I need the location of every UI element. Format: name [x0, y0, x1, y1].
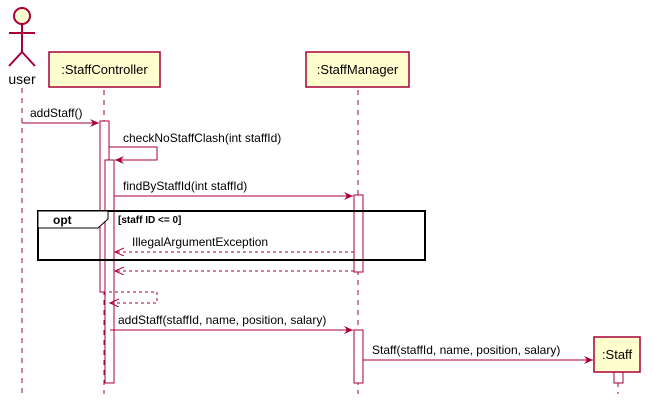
message-add-staff-params: addStaff(staffId, name, position, salary… [110, 313, 353, 334]
opt-frame-border [37, 210, 426, 261]
message-check-no-staff-clash: checkNoStaffClash(int staffId) [109, 131, 281, 164]
participant-staff-controller: :StaffController [48, 51, 161, 88]
participant-label: :StaffManager [317, 62, 399, 77]
participant-label: :Staff [602, 347, 633, 362]
actor-left-leg [8, 51, 23, 67]
manager-activation-find [353, 194, 364, 273]
self-return-arrow [109, 291, 158, 303]
opt-frame-guard: [staff ID <= 0] [118, 215, 181, 226]
message-label: checkNoStaffClash(int staffId) [123, 131, 281, 145]
message-staff-constructor: Staff(staffId, name, position, salary) [363, 343, 593, 364]
participant-box [305, 51, 410, 88]
controller-activation-inner [104, 159, 115, 384]
message-label: IllegalArgumentException [132, 235, 268, 249]
participant-staff-manager: :StaffManager [305, 51, 410, 88]
manager-activation-add [353, 329, 364, 384]
message-label: addStaff(staffId, name, position, salary… [118, 313, 326, 327]
participant-box [48, 51, 161, 88]
participant-label: :StaffController [61, 62, 148, 77]
participant-box [593, 336, 641, 373]
actor-name: user [8, 71, 36, 87]
opt-frame-operator: opt [53, 213, 72, 227]
opt-frame: opt [staff ID <= 0] [37, 210, 426, 261]
message-label: addStaff() [30, 106, 82, 120]
actor-head [13, 7, 31, 25]
user-actor: user [8, 7, 36, 87]
message-label: findByStaffId(int staffId) [123, 179, 247, 193]
self-message-arrow [109, 146, 158, 164]
message-add-staff: addStaff() [22, 106, 99, 127]
actor-right-leg [21, 51, 36, 67]
participant-staff: :Staff [593, 336, 641, 373]
staff-activation [613, 371, 624, 384]
message-find-by-staff-id: findByStaffId(int staffId) [114, 179, 353, 200]
message-label: Staff(staffId, name, position, salary) [372, 343, 560, 357]
opt-frame-tab [37, 210, 109, 229]
message-illegal-argument-exception: IllegalArgumentException [115, 235, 354, 252]
